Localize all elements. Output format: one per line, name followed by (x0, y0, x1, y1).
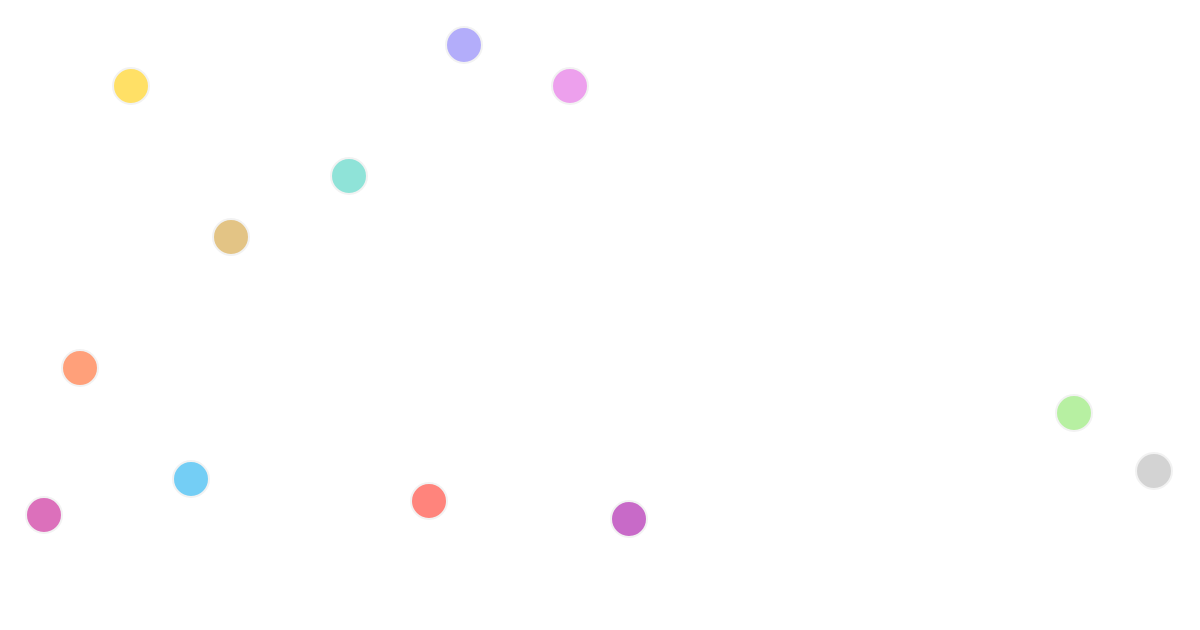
scatter-point-8 (1135, 452, 1173, 490)
scatter-point-4 (330, 157, 368, 195)
scatter-point-7 (1055, 394, 1093, 432)
scatter-point-12 (610, 500, 648, 538)
points-layer (25, 26, 1173, 538)
scatter-point-1 (445, 26, 483, 64)
scatter-point-6 (61, 349, 99, 387)
scatter-point-9 (172, 460, 210, 498)
scatter-point-10 (410, 482, 448, 520)
scatter-point-2 (112, 67, 150, 105)
scatter-point-3 (551, 67, 589, 105)
scatter-point-11 (25, 496, 63, 534)
scatter-point-5 (212, 218, 250, 256)
